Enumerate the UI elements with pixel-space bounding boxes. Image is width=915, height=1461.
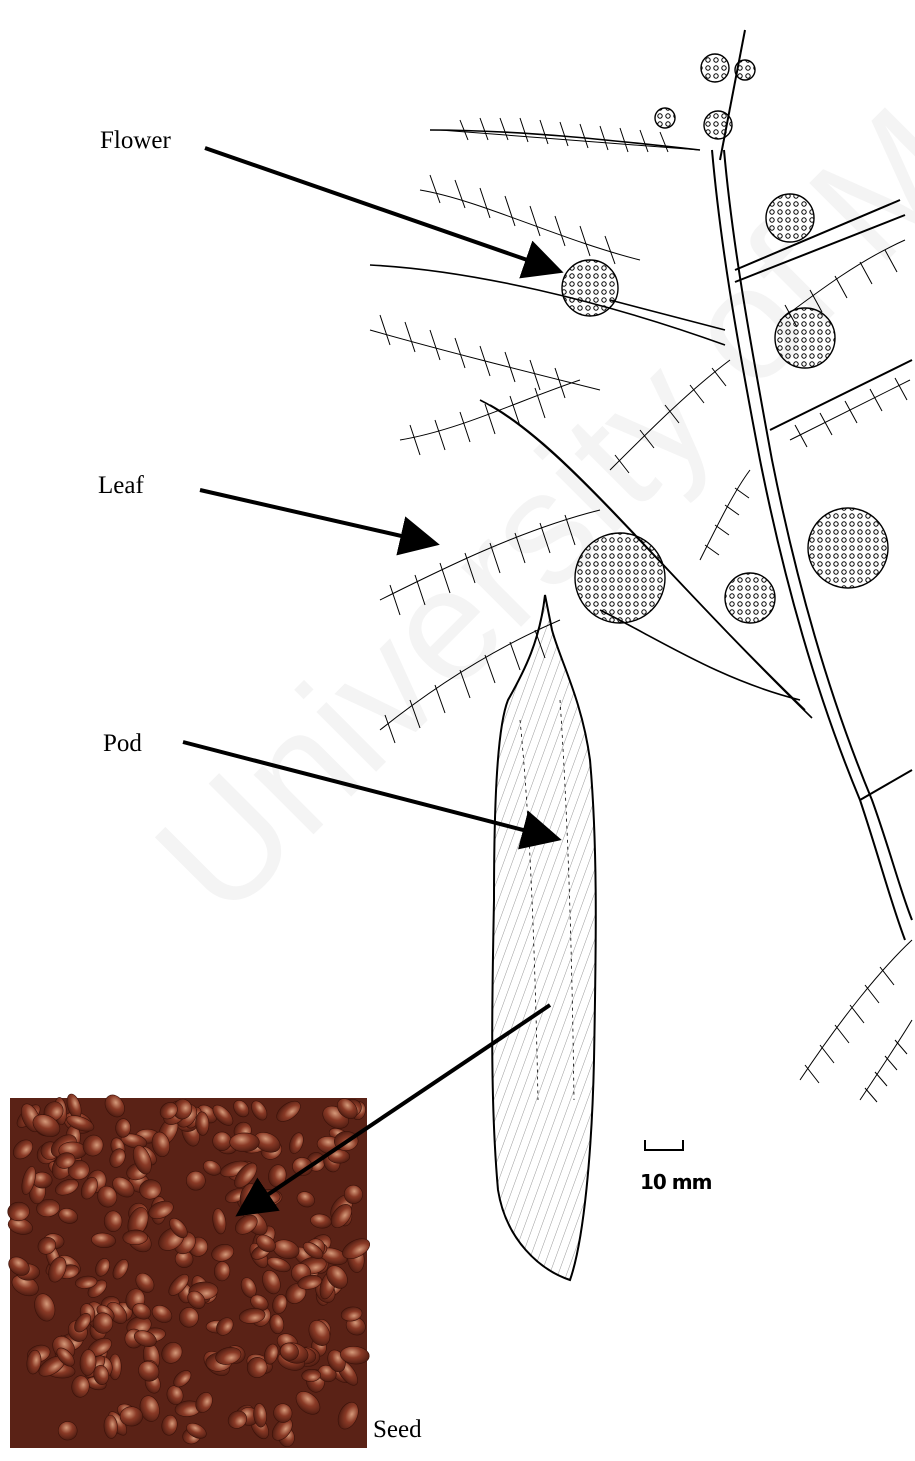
seed xyxy=(115,1118,131,1137)
seed xyxy=(123,1230,148,1245)
seed xyxy=(104,1211,122,1232)
flower-label: Flower xyxy=(100,128,171,153)
seed xyxy=(230,1133,260,1152)
scale-bar-label: 10 mm xyxy=(640,1170,711,1194)
leaf-arrow xyxy=(200,490,432,543)
flower-arrow xyxy=(205,148,556,270)
leaf-label: Leaf xyxy=(98,473,144,498)
seed-label: Seed xyxy=(373,1417,422,1442)
flower-heads xyxy=(562,54,888,623)
pod xyxy=(492,595,596,1280)
seed xyxy=(120,1407,143,1426)
pod-label: Pod xyxy=(103,731,142,756)
scale-bar xyxy=(645,1140,683,1150)
main-stem xyxy=(712,30,912,940)
seed-photo xyxy=(5,1091,373,1448)
